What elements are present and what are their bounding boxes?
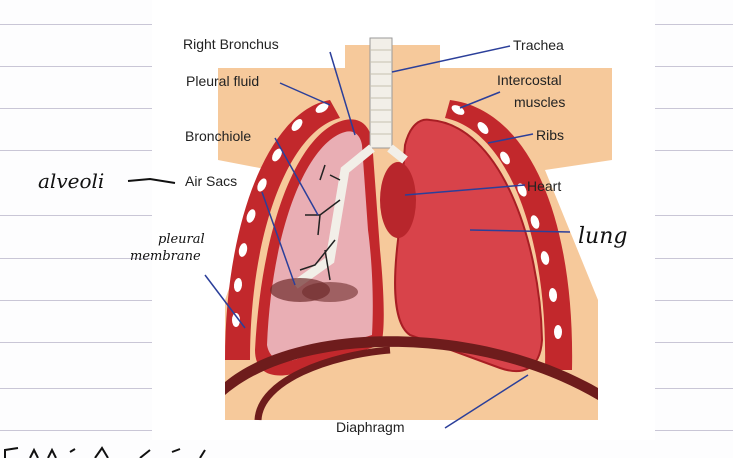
left-lung bbox=[394, 118, 544, 372]
label-pleural-fluid: Pleural fluid bbox=[186, 73, 259, 89]
handwritten-membrane: membrane bbox=[130, 249, 201, 264]
label-ribs: Ribs bbox=[536, 127, 564, 143]
handwritten-dash bbox=[127, 177, 176, 184]
handwritten-pleural: pleural bbox=[158, 232, 205, 247]
right-rib-band bbox=[445, 100, 573, 370]
label-intercostal: Intercostal bbox=[497, 72, 562, 88]
label-air-sacs: Air Sacs bbox=[185, 173, 237, 189]
heart bbox=[380, 162, 416, 238]
bronchioles bbox=[299, 164, 341, 281]
label-bronchiole: Bronchiole bbox=[185, 128, 251, 144]
handwritten-alveoli: alveoli bbox=[38, 169, 104, 193]
diaphragm-arc bbox=[254, 346, 391, 421]
label-muscles: muscles bbox=[514, 94, 565, 110]
label-trachea: Trachea bbox=[513, 37, 564, 53]
label-right-bronchus: Right Bronchus bbox=[183, 36, 279, 52]
trachea-rings bbox=[370, 49, 392, 135]
handwritten-lung: lung bbox=[578, 224, 627, 249]
handwriting-cut-off bbox=[4, 446, 206, 458]
alveoli-cluster bbox=[270, 278, 358, 302]
bronchus-left bbox=[387, 144, 408, 164]
leader-lines bbox=[204, 45, 571, 429]
label-diaphragm: Diaphragm bbox=[336, 419, 404, 435]
trachea bbox=[369, 37, 393, 149]
label-heart: Heart bbox=[527, 178, 561, 194]
diaphragm bbox=[225, 336, 598, 400]
bronchus bbox=[292, 144, 375, 289]
rib-markers bbox=[232, 103, 562, 339]
